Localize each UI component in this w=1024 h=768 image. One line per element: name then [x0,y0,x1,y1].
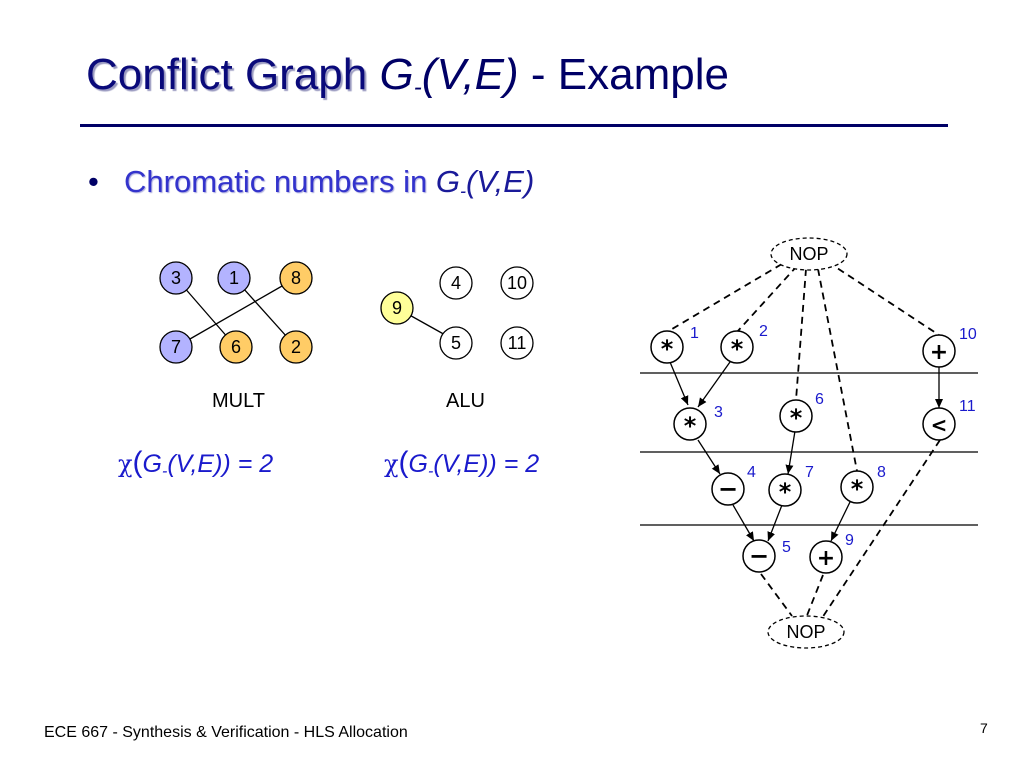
nop-dashed-edges [666,257,941,619]
alu-node-4: 4 [439,266,473,300]
svg-text:6: 6 [231,337,241,357]
svg-text:*: * [661,335,674,363]
svg-text:10: 10 [959,326,977,343]
dashed-edge-nop-10 [827,261,940,336]
svg-text:11: 11 [508,333,527,353]
svg-text:11: 11 [959,398,976,415]
op-node-5: − 5 [742,539,791,573]
svg-text:8: 8 [877,464,886,481]
edge-2-3 [697,361,731,408]
op-node-2: * 2 [720,323,768,364]
title-graph: G-(V,E) [379,50,519,101]
svg-text:−: − [718,475,738,503]
svg-text:5: 5 [782,539,791,556]
svg-text:NOP: NOP [786,622,825,642]
alu-node-11: 11 [500,326,534,360]
alu-node-5: 5 [439,326,473,360]
svg-text:7: 7 [805,464,814,481]
svg-text:<: < [931,413,948,437]
svg-text:+: + [930,340,948,365]
svg-text:9: 9 [392,298,402,318]
edge-7-5 [767,504,783,542]
mult-node-8: 8 [279,261,313,295]
op-node-7: * 7 [768,464,814,507]
dashed-edge-5-nop [760,573,793,617]
dashed-edge-nop-2 [736,265,798,333]
dashed-edge-nop-8 [817,268,858,472]
title-main: Conflict Graph [86,50,368,99]
mult-edge-8-7 [175,277,297,348]
page-title: Conflict Graph G-(V,E) - Example [86,50,729,102]
nop-node-top: NOP [770,237,848,271]
dashed-edge-nop-6 [795,268,807,401]
svg-text:*: * [851,475,864,503]
mult-chromatic-number: χ(G-(V,E)) = 2 [118,446,274,480]
alu-conflict-graph: 4 10 9 5 11 [380,266,534,360]
svg-text:*: * [790,404,803,432]
bullet-graph: G-(V,E) [435,164,535,201]
svg-text:*: * [779,478,792,506]
svg-text:8: 8 [291,268,301,288]
svg-text:6: 6 [815,391,824,408]
svg-text:−: − [749,542,769,570]
mult-node-1: 1 [217,261,251,295]
title-tail: - Example [518,50,729,99]
svg-text:4: 4 [451,273,461,293]
mult-conflict-graph: 3 1 8 7 6 2 [159,261,313,364]
bullet-marker: • [88,164,99,199]
dashed-edge-9-nop [805,574,824,619]
svg-text:1: 1 [229,268,239,288]
data-edges [669,361,943,542]
edge-3-4 [697,439,721,475]
svg-text:*: * [731,335,744,363]
bullet-text: Chromatic numbers in [124,164,436,199]
svg-text:7: 7 [171,337,181,357]
svg-text:2: 2 [291,337,301,357]
page-number: 7 [980,720,988,736]
alu-node-10: 10 [500,266,534,300]
op-node-9: + 9 [809,532,854,574]
mult-node-6: 6 [219,330,253,364]
alu-chromatic-number: χ(G-(V,E)) = 2 [384,446,540,480]
svg-text:2: 2 [759,323,768,340]
svg-text:3: 3 [714,404,723,421]
edge-6-7 [785,430,796,475]
edge-8-9 [830,501,851,542]
svg-text:9: 9 [845,532,854,549]
mult-label: MULT [212,390,265,412]
nop-node-bottom: NOP [767,615,845,649]
alu-node-9: 9 [380,291,414,325]
footer-text: ECE 667 - Synthesis & Verification - HLS… [44,724,408,741]
svg-text:4: 4 [747,464,756,481]
mult-node-2: 2 [279,330,313,364]
op-node-1: * 1 [650,325,699,364]
op-node-6: * 6 [779,391,824,433]
op-node-11: < 11 [922,398,976,441]
svg-text:*: * [684,412,697,440]
svg-text:1: 1 [690,325,699,342]
op-node-3: * 3 [673,404,723,441]
svg-text:10: 10 [507,273,527,293]
bullet-item: • Chromatic numbers in G-(V,E) [88,164,534,202]
mult-node-7: 7 [159,330,193,364]
edge-1-3 [669,361,689,406]
data-flow-graph: NOP NOP * 1 * 2 * 3 * 6 + 10 [640,237,978,649]
dashed-edge-nop-1 [666,257,793,333]
op-node-4: − 4 [711,464,756,506]
alu-label: ALU [446,390,485,412]
title-divider [80,124,948,127]
svg-text:5: 5 [451,333,461,353]
svg-text:NOP: NOP [789,244,828,264]
edge-4-5 [732,504,755,542]
svg-text:+: + [817,546,835,571]
svg-text:3: 3 [171,268,181,288]
op-node-10: + 10 [922,326,977,368]
mult-node-3: 3 [159,261,193,295]
op-node-8: * 8 [840,464,886,504]
